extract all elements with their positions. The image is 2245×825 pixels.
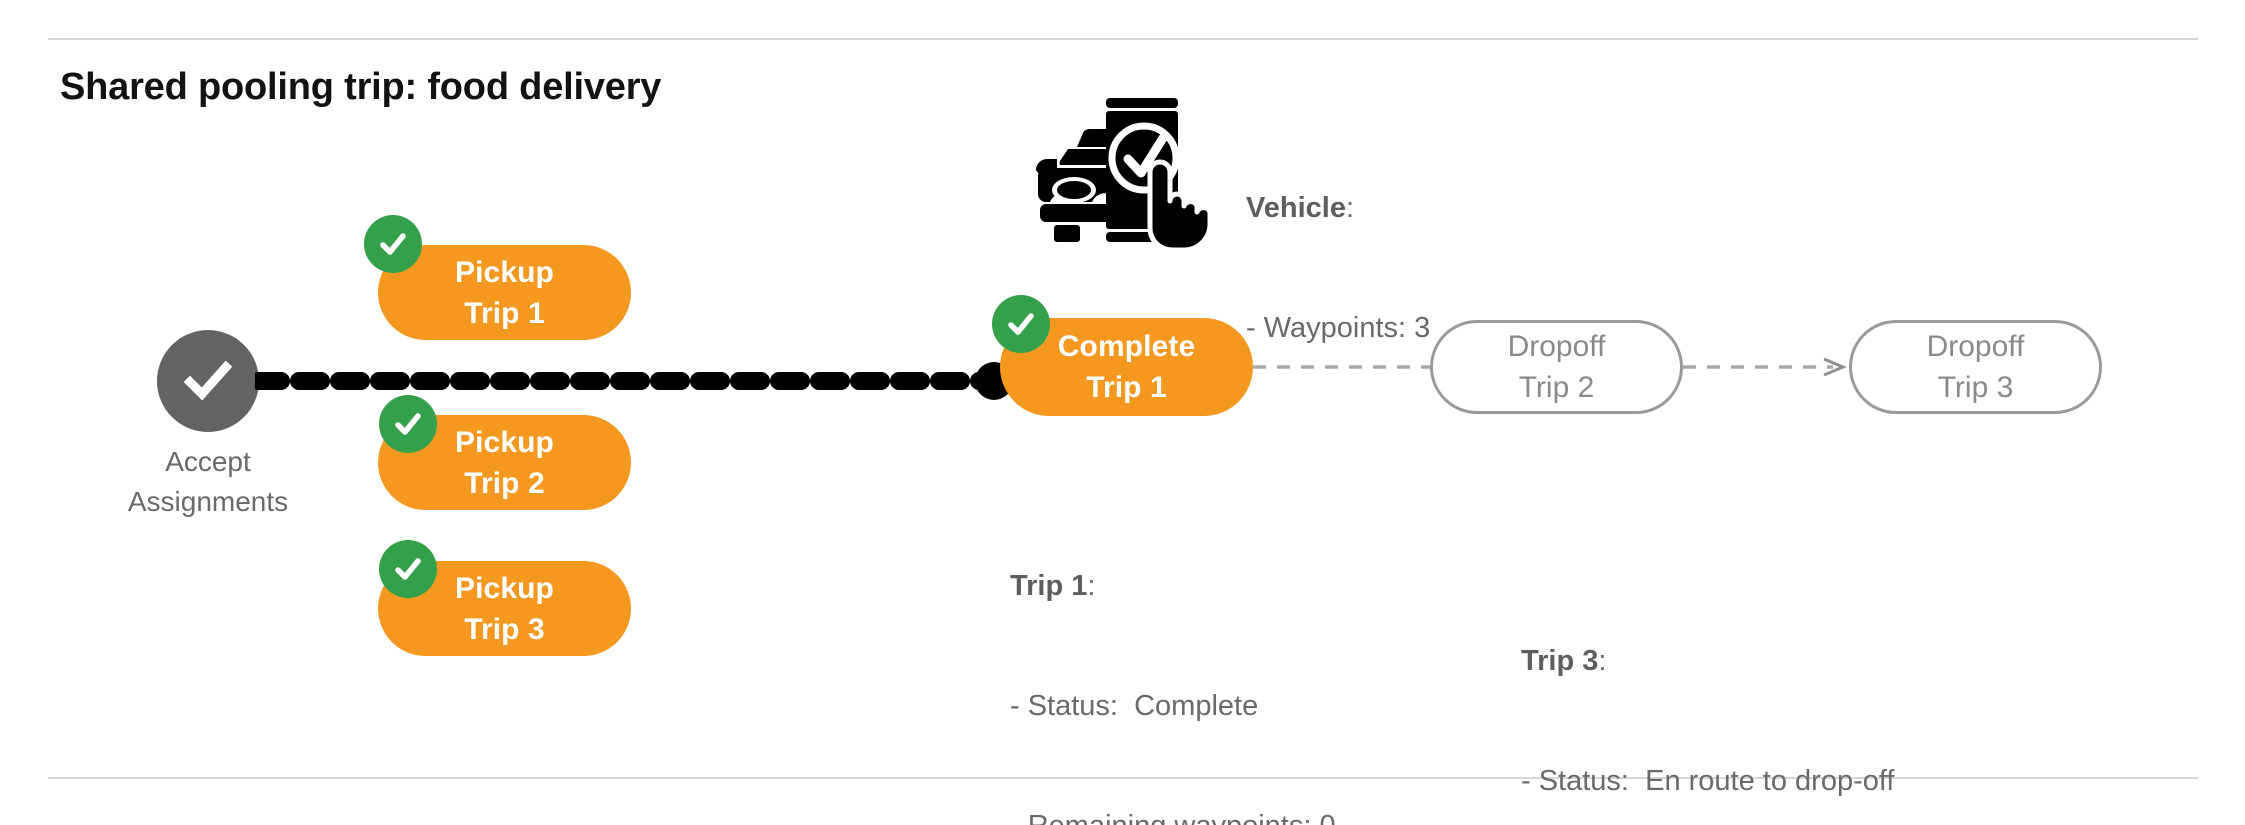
vehicle-info-heading: Vehicle: [1246, 192, 1346, 224]
node-dropoff-trip-2[interactable]: Dropoff Trip 2: [1430, 320, 1683, 414]
trip-1-heading: Trip 1: [1010, 570, 1088, 602]
check-circle-icon: [157, 330, 259, 432]
trip-1-heading-colon: :: [1087, 570, 1096, 602]
node-dropoff-trip-3[interactable]: Dropoff Trip 3: [1849, 320, 2102, 414]
car-phone-check-icon: [1032, 86, 1208, 252]
check-badge-pickup-3: [379, 540, 437, 598]
vehicle-info-block: Vehicle: - Waypoints: 3: [1246, 108, 1430, 428]
trip-3-status: - Status: En route to drop-off: [1521, 765, 1895, 797]
check-badge-pickup-1: [364, 215, 422, 273]
node-dropoff-trip-3-line1: Dropoff: [1926, 330, 2025, 363]
connector-complete-to-dropoff-2: [1253, 358, 1433, 376]
start-node-label: Accept Assignments: [113, 442, 303, 522]
node-pickup-trip-2-line1: Pickup: [455, 425, 554, 459]
trip-1-status: - Status: Complete: [1010, 690, 1259, 722]
vehicle-info-heading-colon: :: [1345, 192, 1355, 224]
node-pickup-trip-1-line1: Pickup: [455, 255, 554, 289]
node-pickup-trip-3-line2: Trip 3: [464, 612, 545, 646]
trip-1-and-2-info-block: Trip 1: - Status: Complete - Remaining w…: [1010, 486, 1383, 825]
node-pickup-trip-1-line2: Trip 1: [464, 296, 545, 330]
trip-3-heading: Trip 3: [1521, 645, 1599, 677]
vehicle-info-heading-row: Vehicle:: [1246, 188, 1430, 228]
node-dropoff-trip-2-line1: Dropoff: [1507, 330, 1606, 363]
trip-3-heading-colon: :: [1598, 645, 1607, 677]
vehicle-info-waypoints: - Waypoints: 3: [1246, 312, 1431, 344]
node-pickup-trip-1[interactable]: Pickup Trip 1: [378, 245, 631, 340]
start-node-accept-assignments[interactable]: Accept Assignments: [128, 330, 288, 517]
check-badge-pickup-2: [379, 395, 437, 453]
trip-1-remaining-waypoints: - Remaining waypoints: 0: [1010, 806, 1383, 825]
trip-3-heading-row: Trip 3:: [1521, 641, 1894, 681]
node-complete-trip-1-line2: Trip 1: [1086, 371, 1167, 404]
node-pickup-trip-3-line1: Pickup: [455, 571, 554, 605]
node-dropoff-trip-3-line2: Trip 3: [1937, 371, 2014, 404]
top-divider: [48, 38, 2198, 40]
connector-accept-to-complete: [250, 364, 1002, 398]
node-pickup-trip-2-line2: Trip 2: [464, 466, 545, 500]
check-badge-complete-trip-1: [992, 295, 1050, 353]
trip-3-info-block: Trip 3: - Status: En route to drop-off -…: [1521, 561, 1894, 825]
node-complete-trip-1-line1: Complete: [1057, 330, 1196, 363]
page-title: Shared pooling trip: food delivery: [60, 66, 662, 108]
node-dropoff-trip-2-line2: Trip 2: [1518, 371, 1595, 404]
trip-1-heading-row: Trip 1:: [1010, 566, 1383, 606]
connector-dropoff-2-to-dropoff-3: [1683, 357, 1851, 377]
bottom-divider: [48, 777, 2198, 779]
start-node-label-line1: Accept: [165, 446, 251, 477]
start-node-label-line2: Assignments: [127, 486, 289, 517]
